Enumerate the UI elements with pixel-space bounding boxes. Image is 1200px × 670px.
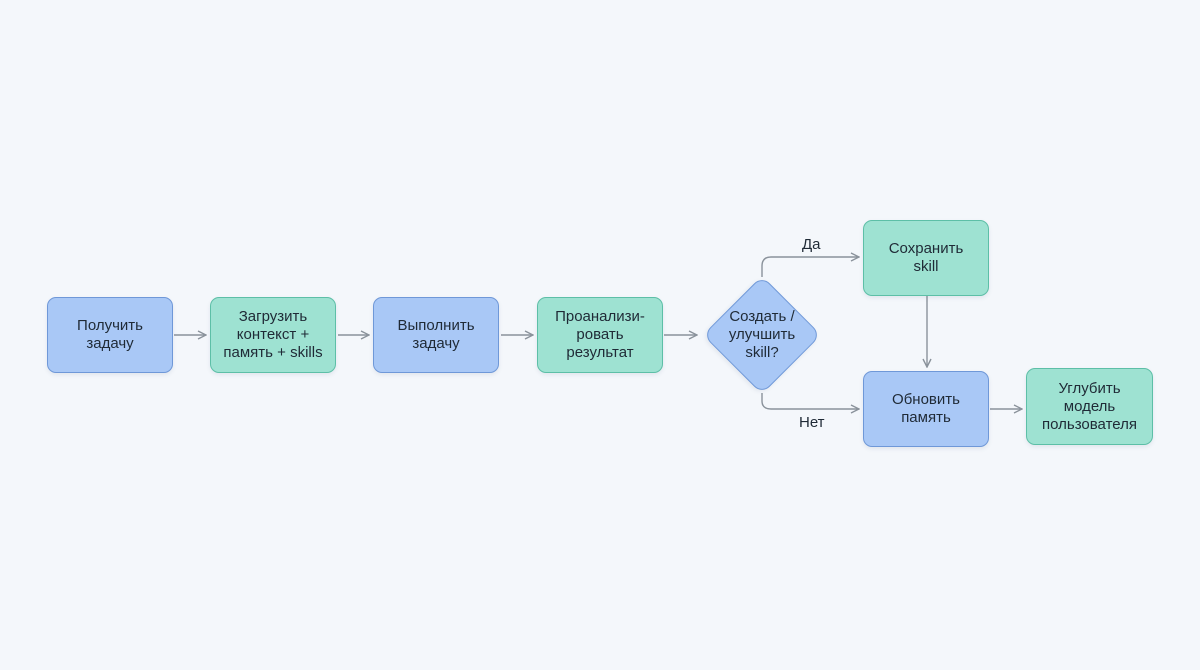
node-update-memory: Обновить память <box>863 371 989 447</box>
node-analyze-result: Проанализи- ровать результат <box>537 297 663 373</box>
decision-label: Создать / улучшить skill? <box>728 308 796 361</box>
node-save-skill: Сохранить skill <box>863 220 989 296</box>
node-decision: Создать / улучшить skill? <box>702 275 822 395</box>
node-execute-task: Выполнить задачу <box>373 297 499 373</box>
edge-label-yes: Да <box>802 236 821 253</box>
arrow-decision-no-to-update <box>761 393 859 409</box>
edge-label-no: Нет <box>799 414 825 431</box>
arrow-decision-yes-to-save <box>761 257 859 277</box>
node-deepen-model: Углубить модель пользователя <box>1026 368 1153 445</box>
node-receive-task: Получить задачу <box>47 297 173 373</box>
node-load-context: Загрузить контекст + память + skills <box>210 297 336 373</box>
